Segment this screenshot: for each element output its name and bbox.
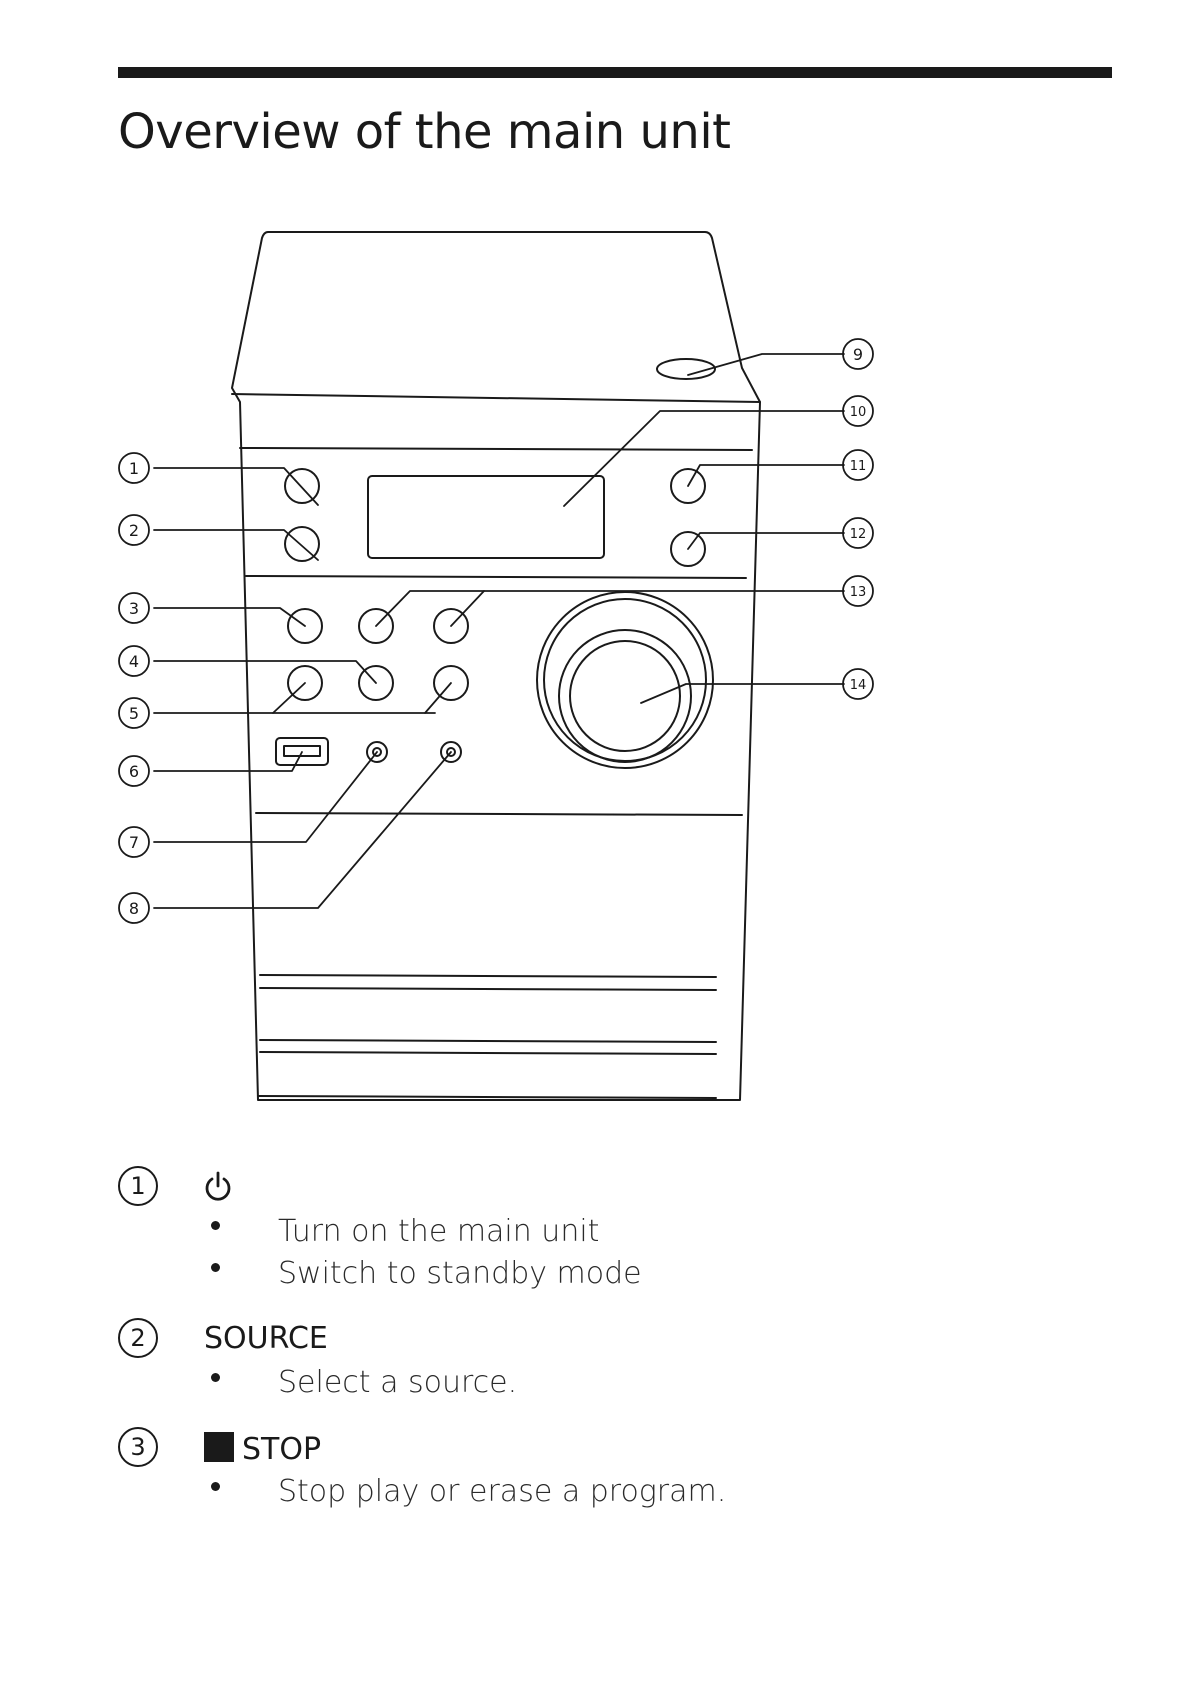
svg-text:9: 9 [853,345,863,364]
svg-text:13: 13 [850,585,867,600]
svg-text:8: 8 [129,899,139,918]
svg-text:4: 4 [129,652,139,671]
leader-lines [154,354,844,908]
bullet-icon [211,1373,220,1382]
svg-text:10: 10 [850,405,867,420]
stop-square-icon [204,1432,234,1462]
item-label: STOP [242,1432,321,1467]
bullet-icon [211,1482,220,1491]
item-heading: STOP [204,1432,321,1465]
callout-7: 7 [119,827,149,857]
page-title: Overview of the main unit [118,104,730,162]
callout-9: 9 [843,339,873,369]
callout-11: 11 [843,450,873,480]
svg-text:11: 11 [850,459,867,474]
callout-13: 13 [843,576,873,606]
svg-text:7: 7 [129,833,139,852]
device-body [232,232,760,1100]
svg-text:12: 12 [850,527,867,542]
item-label: SOURCE [204,1324,328,1354]
main-unit-diagram: 1 2 3 4 5 6 7 8 9 10 11 12 13 14 [0,220,1192,1120]
display-panel [368,476,604,558]
bullet-text: Stop play or erase a program. [278,1477,726,1507]
callout-8: 8 [119,893,149,923]
bullet-icon [211,1221,220,1230]
jacks [367,742,461,762]
callout-10: 10 [843,396,873,426]
callout-4: 4 [119,646,149,676]
callout-5: 5 [119,698,149,728]
item-number: 3 [118,1427,158,1467]
item-number: 2 [118,1318,158,1358]
svg-text:2: 2 [129,521,139,540]
bullet-icon [211,1263,220,1272]
svg-text:1: 1 [129,459,139,478]
svg-text:14: 14 [850,678,867,693]
callout-1: 1 [119,453,149,483]
callout-14: 14 [843,669,873,699]
item-number: 1 [118,1166,158,1206]
svg-text:5: 5 [129,704,139,723]
callout-2: 2 [119,515,149,545]
volume-knob [537,592,713,768]
bullet-text: Switch to standby mode [278,1259,642,1289]
header-rule [118,67,1112,78]
svg-text:3: 3 [129,599,139,618]
callout-12: 12 [843,518,873,548]
callout-3: 3 [119,593,149,623]
bullet-text: Select a source. [278,1368,517,1398]
callout-6: 6 [119,756,149,786]
buttons [285,469,705,700]
svg-text:6: 6 [129,762,139,781]
power-icon [203,1171,233,1203]
bullet-text: Turn on the main unit [278,1217,599,1247]
